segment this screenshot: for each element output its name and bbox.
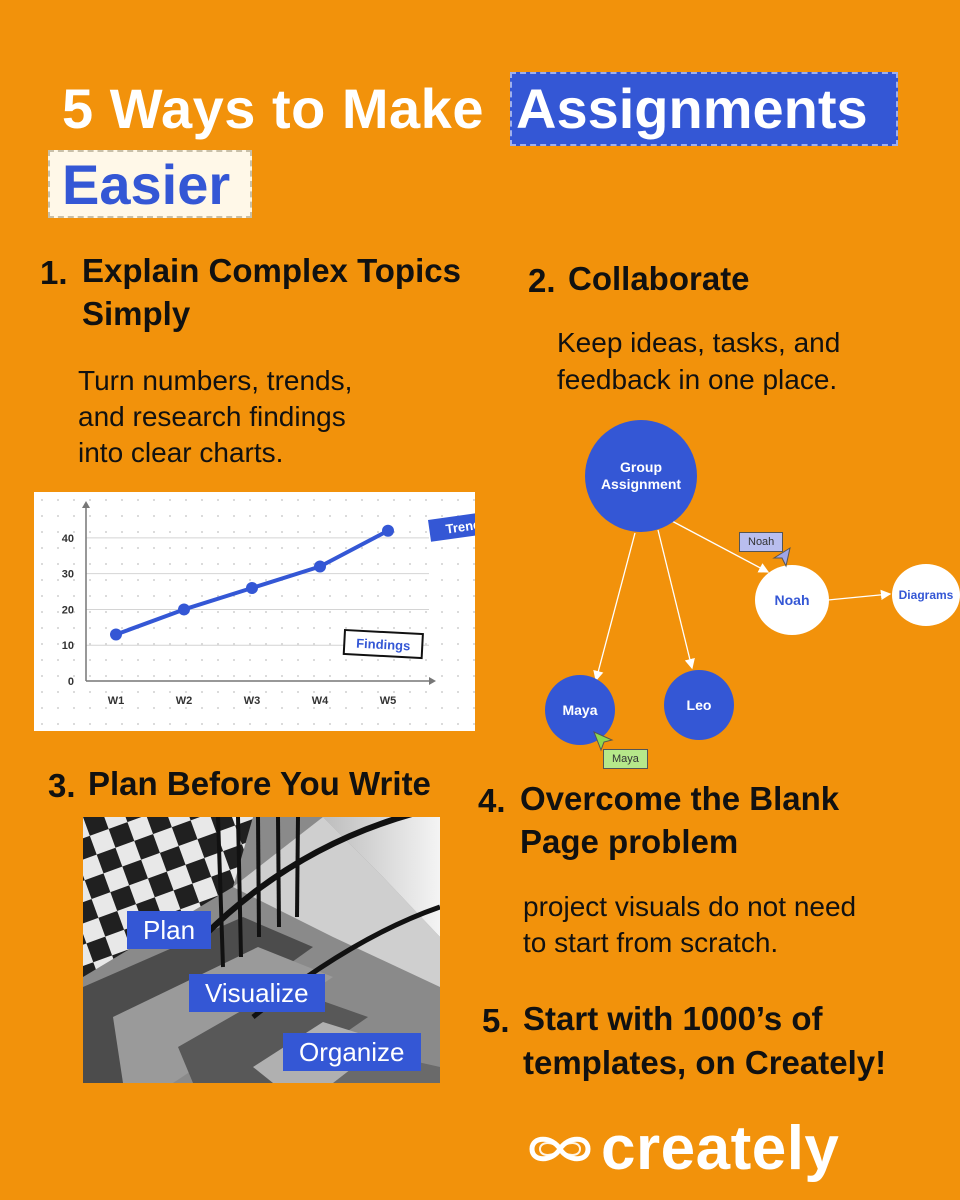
section3-heading: Plan Before You Write	[88, 765, 431, 802]
chart-x-axis-arrow	[429, 677, 436, 685]
title-highlight-box	[510, 72, 898, 146]
title-part1: 5 Ways to Make	[62, 77, 484, 140]
section1-heading-line2: Simply	[82, 295, 191, 332]
chart-xtick-label: W3	[244, 695, 261, 707]
edge-center-maya	[593, 532, 636, 682]
node-leo-label: Leo	[686, 697, 712, 713]
title-highlight: Assignments	[516, 77, 868, 140]
cursor-arrow-maya-icon	[593, 731, 614, 752]
chart-data-point	[110, 628, 122, 641]
chart-xtick-label: W4	[312, 695, 329, 707]
cursor-tag-maya: Maya	[603, 749, 648, 769]
node-noah[interactable]: Noah	[755, 565, 829, 635]
node-group-assignment-line1: Group	[620, 459, 662, 475]
chart-data-point	[314, 560, 326, 573]
section2-number: 2.	[528, 262, 556, 299]
chart-data-point	[382, 524, 394, 537]
svg-text:Trend: Trend	[445, 517, 475, 537]
section2-body-line2: feedback in one place.	[557, 364, 838, 395]
section4-body-line1: project visuals do not need	[523, 891, 857, 922]
edge-center-leo	[657, 529, 695, 670]
section5-heading-line2: templates, on Creately!	[523, 1044, 887, 1081]
section2-heading: Collaborate	[568, 260, 750, 297]
staircase-photo: Plan Visualize Organize	[83, 817, 440, 1083]
photo-label-organize: Organize	[283, 1033, 421, 1071]
chart-xtick-label: W5	[380, 695, 397, 707]
node-maya-label: Maya	[562, 702, 598, 718]
chart-xtick-label: W2	[176, 695, 193, 707]
chart-xtick-label: W1	[108, 695, 125, 707]
chart-ytick-label: 30	[62, 569, 74, 581]
chart-ytick-label: 0	[68, 676, 74, 688]
node-group-assignment-line2: Assignment	[600, 476, 682, 492]
chart-annotation-findings: Findings	[342, 628, 424, 660]
chart-ytick-label: 20	[62, 604, 74, 616]
svg-text:Findings: Findings	[356, 636, 411, 654]
section4-body-line2: to start from scratch.	[523, 927, 779, 958]
section1-number: 1.	[40, 254, 68, 291]
node-maya[interactable]: Maya	[545, 675, 615, 745]
node-group-assignment[interactable]: Group Assignment	[585, 420, 697, 532]
chart-data-point	[246, 581, 258, 594]
creately-logo-icon	[529, 1136, 591, 1162]
title-line2: Easier	[62, 153, 231, 216]
creately-logo-text: creately	[601, 1114, 840, 1183]
title-line2-box	[48, 150, 252, 218]
node-diagrams-label: Diagrams	[898, 588, 954, 602]
edge-noah-diagrams	[827, 589, 892, 601]
section4-heading-line2: Page problem	[520, 823, 739, 860]
node-diagrams[interactable]: Diagrams	[892, 564, 960, 626]
chart-ytick-label: 40	[62, 533, 74, 545]
node-noah-label: Noah	[774, 592, 810, 608]
chart-ytick-label: 10	[62, 640, 74, 652]
edge-center-noah	[669, 519, 770, 573]
section5-heading-line1: Start with 1000’s of	[523, 1000, 823, 1037]
cursor-arrow-noah-icon	[772, 546, 791, 568]
section1-body-line2: and research findings	[78, 401, 346, 432]
section1-body-line3: into clear charts.	[78, 437, 284, 468]
section5-number: 5.	[482, 1002, 510, 1039]
section4-number: 4.	[478, 782, 506, 819]
section1-heading-line1: Explain Complex Topics	[82, 252, 461, 289]
section3-number: 3.	[48, 767, 76, 804]
photo-label-plan: Plan	[127, 911, 212, 949]
photo-label-visualize: Visualize	[189, 974, 325, 1012]
section2-body-line1: Keep ideas, tasks, and	[557, 327, 841, 358]
chart-y-axis-arrow	[82, 501, 90, 508]
section1-body-line1: Turn numbers, trends,	[78, 365, 353, 396]
node-leo[interactable]: Leo	[664, 670, 734, 740]
cursor-tag-noah: Noah	[739, 532, 784, 552]
section4-heading-line1: Overcome the Blank	[520, 780, 840, 817]
chart-data-point	[178, 603, 190, 616]
